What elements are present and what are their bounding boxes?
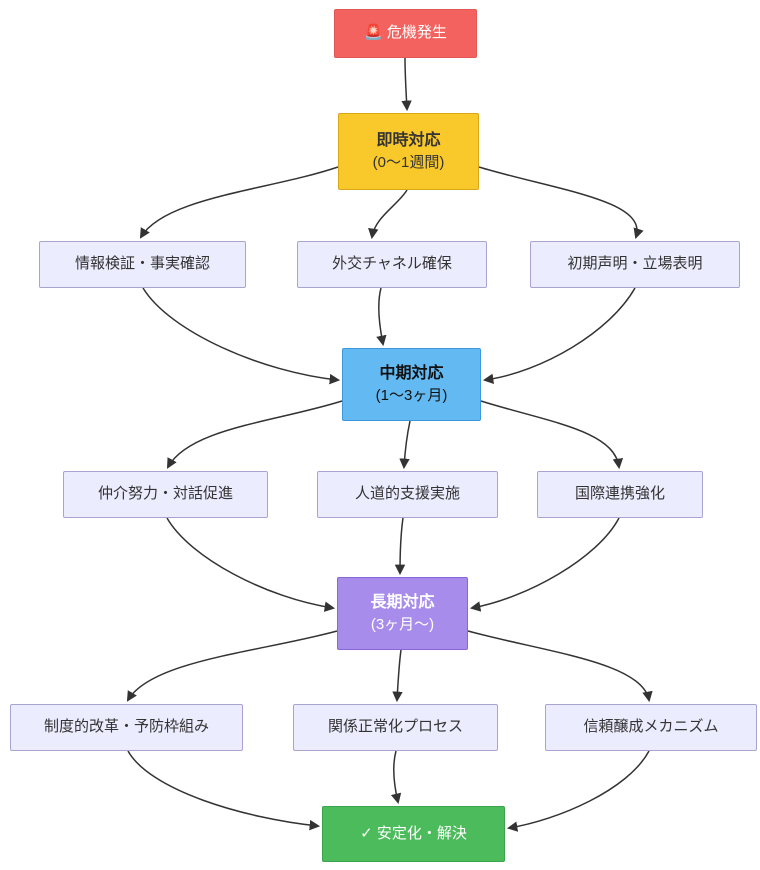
- edge-diplomatic-channel-to-midterm: [376, 287, 387, 347]
- node-resolution: ✓ 安定化・解決: [322, 806, 505, 862]
- edge-midterm-to-humanitarian: [399, 420, 411, 470]
- node-resolution-label: ✓ 安定化・解決: [360, 824, 467, 842]
- edge-immediate-to-initial-statement: [478, 166, 644, 239]
- node-longterm-subtitle: (3ヶ月～): [370, 616, 435, 634]
- node-diplomatic-channel-label: 外交チャネル確保: [332, 255, 452, 273]
- edge-humanitarian-to-longterm: [394, 517, 406, 576]
- edge-midterm-to-international-cooperation: [480, 400, 624, 470]
- edge-trust-building-to-resolution: [506, 750, 650, 832]
- node-midterm-subtitle: (1～3ヶ月): [375, 387, 448, 405]
- node-info-verification-label: 情報検証・事実確認: [74, 255, 210, 273]
- node-institutional-reform: 制度的改革・予防枠組み: [10, 704, 243, 751]
- node-institutional-reform-label: 制度的改革・予防枠組み: [43, 718, 209, 736]
- node-immediate-subtitle: (0～1週間): [372, 154, 445, 172]
- edge-info-verification-to-midterm: [142, 287, 341, 385]
- node-mediation-label: 仲介努力・対話促進: [97, 485, 233, 503]
- node-immediate-title: 即時対応: [376, 131, 441, 149]
- node-crisis-label: 🚨 危機発生: [364, 24, 447, 42]
- node-info-verification: 情報検証・事実確認: [39, 241, 246, 288]
- node-longterm-title: 長期対応: [370, 593, 435, 611]
- node-trust-building-label: 信頼醸成メカニズム: [583, 718, 719, 736]
- node-longterm-response: 長期対応 (3ヶ月～): [337, 577, 468, 650]
- edge-longterm-to-institutional-reform: [126, 630, 338, 702]
- node-normalization-process: 関係正常化プロセス: [293, 704, 498, 751]
- edge-mediation-to-longterm: [166, 517, 336, 612]
- node-initial-statement: 初期声明・立場表明: [530, 241, 740, 288]
- node-humanitarian-aid: 人道的支援実施: [317, 471, 498, 518]
- node-midterm-title: 中期対応: [379, 364, 444, 382]
- edge-immediate-to-diplomatic-channel: [368, 189, 408, 240]
- node-mediation: 仲介努力・対話促進: [63, 471, 268, 518]
- node-humanitarian-aid-label: 人道的支援実施: [354, 485, 460, 503]
- node-trust-building: 信頼醸成メカニズム: [545, 704, 757, 751]
- edge-longterm-to-trust-building: [467, 630, 653, 703]
- node-diplomatic-channel: 外交チャネル確保: [297, 241, 487, 288]
- edge-midterm-to-mediation: [166, 400, 343, 469]
- node-immediate-response: 即時対応 (0～1週間): [338, 113, 479, 190]
- edge-international-cooperation-to-longterm: [469, 517, 620, 612]
- edge-institutional-reform-to-resolution: [127, 750, 321, 831]
- edge-crisis-to-immediate: [401, 57, 412, 112]
- node-midterm-response: 中期対応 (1～3ヶ月): [342, 348, 481, 421]
- node-normalization-process-label: 関係正常化プロセス: [327, 718, 463, 736]
- node-international-cooperation: 国際連携強化: [537, 471, 703, 518]
- edge-longterm-to-normalization: [392, 649, 403, 703]
- node-international-cooperation-label: 国際連携強化: [574, 485, 665, 503]
- node-initial-statement-label: 初期声明・立場表明: [567, 255, 703, 273]
- edge-immediate-to-info-verification: [139, 166, 339, 239]
- node-crisis: 🚨 危機発生: [334, 9, 477, 58]
- edge-normalization-to-resolution: [390, 750, 402, 805]
- edge-initial-statement-to-midterm: [482, 287, 636, 385]
